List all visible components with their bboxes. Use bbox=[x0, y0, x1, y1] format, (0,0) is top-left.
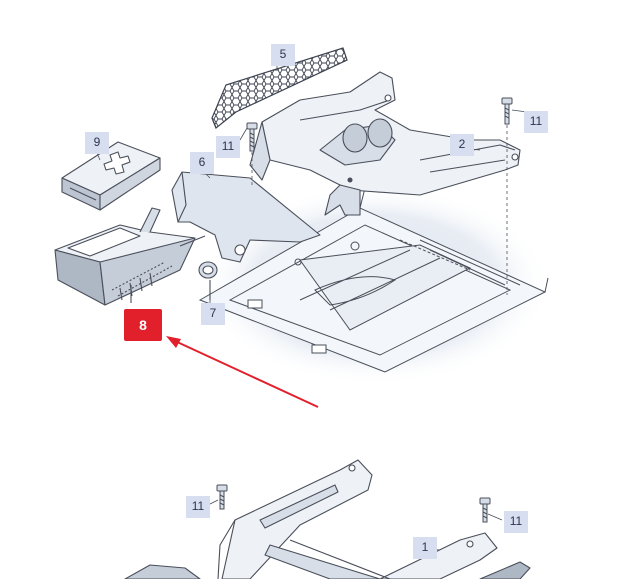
floor-pan bbox=[198, 187, 549, 373]
callout-9[interactable]: 9 bbox=[85, 132, 109, 154]
callout-11-a[interactable]: 11 bbox=[216, 136, 240, 158]
pointer-arrow bbox=[166, 336, 319, 408]
frame-part-2[interactable] bbox=[249, 71, 521, 216]
bolt-icon[interactable] bbox=[501, 97, 513, 125]
bolt-icon[interactable] bbox=[246, 122, 258, 152]
callout-2[interactable]: 2 bbox=[450, 134, 474, 156]
callout-11-c[interactable]: 11 bbox=[186, 496, 210, 518]
storage-tray-part-8[interactable] bbox=[54, 207, 206, 306]
mesh-grille-part-5[interactable] bbox=[211, 47, 348, 129]
guide-lines bbox=[251, 125, 508, 295]
grommet-part-7[interactable] bbox=[198, 261, 218, 300]
cover-panel-part-6[interactable] bbox=[171, 171, 321, 263]
callout-6[interactable]: 6 bbox=[190, 152, 214, 174]
callout-5[interactable]: 5 bbox=[271, 44, 295, 66]
first-aid-kit-part-9[interactable] bbox=[61, 141, 161, 211]
bolt-icon[interactable] bbox=[216, 484, 228, 510]
callout-11-d[interactable]: 11 bbox=[504, 511, 528, 533]
frame-part-1[interactable] bbox=[124, 459, 531, 579]
callout-7[interactable]: 7 bbox=[201, 303, 225, 325]
callout-8-highlighted[interactable]: 8 bbox=[124, 309, 162, 341]
callout-11-b[interactable]: 11 bbox=[524, 111, 548, 133]
bolt-icon[interactable] bbox=[479, 497, 491, 523]
callout-1[interactable]: 1 bbox=[413, 537, 437, 559]
